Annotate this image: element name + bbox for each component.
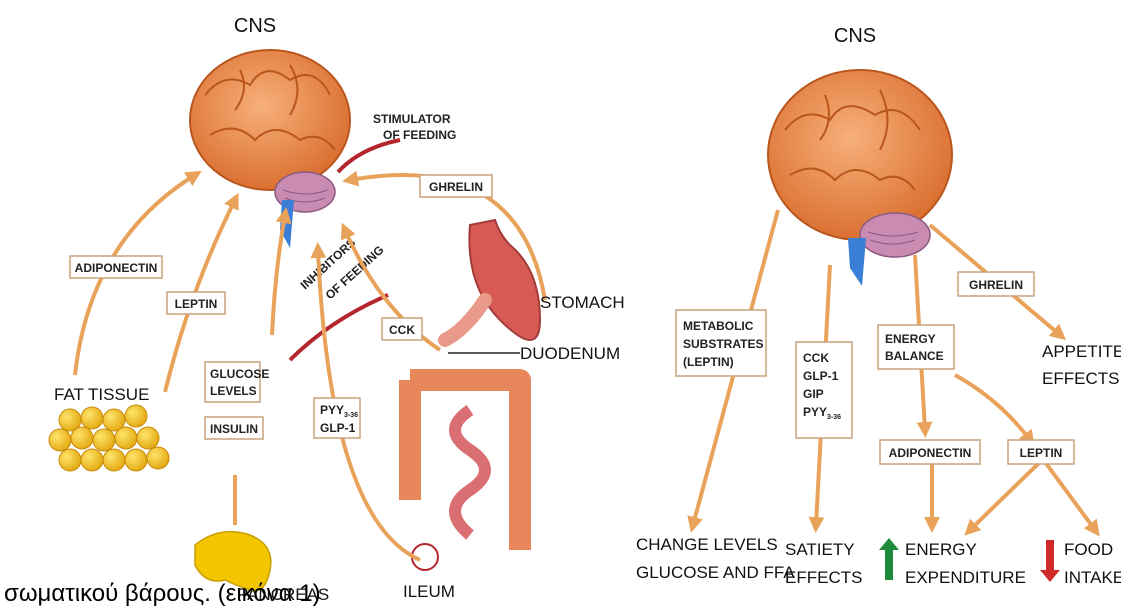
stomach-label: STOMACH <box>540 293 625 312</box>
up-arrow-icon <box>879 538 899 580</box>
hormones-cck: CCK <box>803 351 829 365</box>
left-cns-label: CNS <box>234 15 276 37</box>
right-brain-icon <box>768 70 952 286</box>
right-diagram: CNS GHRELIN METABOLIC SUBSTRATES (LEPTIN… <box>636 25 1121 587</box>
leptin-energy-arrow <box>970 462 1040 530</box>
insulin-label: INSULIN <box>210 422 258 436</box>
energy-balance-label-1: ENERGY <box>885 332 936 346</box>
intestine-icon <box>410 380 520 570</box>
ghrelin-label: GHRELIN <box>429 180 483 194</box>
stimulator-barrier <box>338 140 400 172</box>
energy-exp-label-2: EXPENDITURE <box>905 568 1026 587</box>
left-brain-icon <box>190 50 350 248</box>
leptin-label: LEPTIN <box>175 297 218 311</box>
adiponectin-label: ADIPONECTIN <box>75 261 158 275</box>
change-levels-label-2: GLUCOSE AND FFA <box>636 563 795 582</box>
figure-caption: σωματικού βάρους. (εικόνα 1) <box>4 580 321 608</box>
appetite-label-1: APPETITE <box>1042 342 1121 361</box>
left-diagram: CNS STIMULATOR OF FEEDING GHRELIN STOMAC… <box>49 15 625 604</box>
satiety-label-1: SATIETY <box>785 540 855 559</box>
fat-tissue-icon <box>49 405 169 471</box>
ileum-label: ILEUM <box>403 582 455 601</box>
glp1-label: GLP-1 <box>320 421 356 435</box>
hormones-gip: GIP <box>803 387 824 401</box>
food-intake-label-2: INTAKE <box>1064 568 1121 587</box>
hormones-glp1: GLP-1 <box>803 369 839 383</box>
right-adiponectin-label: ADIPONECTIN <box>889 446 972 460</box>
cck-label: CCK <box>389 323 415 337</box>
metabolic-label-2: SUBSTRATES <box>683 337 763 351</box>
satiety-label-2: EFFECTS <box>785 568 862 587</box>
right-ghrelin-label: GHRELIN <box>969 278 1023 292</box>
energy-exp-label-1: ENERGY <box>905 540 977 559</box>
down-arrow-icon <box>1040 540 1060 582</box>
stimulator-label-1: STIMULATOR <box>373 112 451 126</box>
energy-balance-label-2: BALANCE <box>885 349 944 363</box>
inhibitor-barrier <box>290 295 388 360</box>
metabolic-label-1: METABOLIC <box>683 319 754 333</box>
right-cns-label: CNS <box>834 25 876 47</box>
appetite-label-2: EFFECTS <box>1042 369 1119 388</box>
duodenum-label: DUODENUM <box>520 344 620 363</box>
glucose-label-2: LEVELS <box>210 384 257 398</box>
food-intake-label-1: FOOD <box>1064 540 1113 559</box>
metabolic-label-3: (LEPTIN) <box>683 355 734 369</box>
leptin-branch-arrow <box>955 375 1030 440</box>
right-leptin-label: LEPTIN <box>1020 446 1063 460</box>
change-levels-label-1: CHANGE LEVELS <box>636 535 778 554</box>
glucose-label-1: GLUCOSE <box>210 367 269 381</box>
fat-tissue-label: FAT TISSUE <box>54 385 149 404</box>
leptin-food-arrow <box>1045 462 1095 530</box>
glucose-arrow <box>272 215 285 335</box>
